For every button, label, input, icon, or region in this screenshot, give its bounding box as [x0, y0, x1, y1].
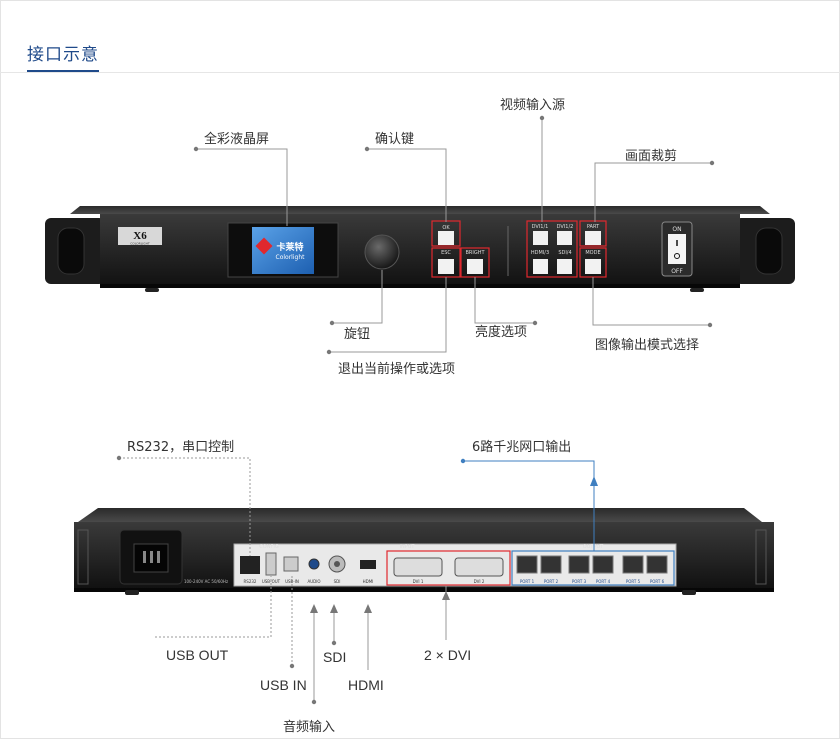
esc-button[interactable] [438, 259, 454, 274]
back-callouts [116, 455, 450, 705]
output-highlight [511, 550, 675, 586]
network-port-3 [568, 555, 590, 574]
label-gigabit: 6路千兆网口输出 [472, 440, 572, 455]
switch-on-label: ON [672, 226, 681, 233]
label-confirm: 确认键 [375, 132, 415, 147]
part-button[interactable] [585, 231, 601, 245]
hdmi3-button[interactable] [533, 259, 548, 274]
lcd-logo-en: Colorlight [276, 254, 306, 261]
label-dvi: 2 × DVI [424, 647, 472, 663]
svg-text:RS232: RS232 [244, 579, 257, 584]
switch-off-label: OFF [671, 268, 683, 275]
network-port-label-1: PORT 1 [520, 579, 535, 584]
back-panel: 100-240V AC 50/60Hz CONFIG INPUT OUTPUT … [74, 508, 774, 595]
dvi11-label: DVI1/1 [532, 224, 549, 230]
network-ports: PORT 1 PORT 2 PORT 3 PORT 4 PORT 5 PORT 6 [516, 555, 668, 584]
network-port-label-6: PORT 6 [650, 579, 665, 584]
header-divider [0, 72, 840, 73]
label-audio: 音频输入 [283, 720, 336, 735]
front-callouts [193, 115, 715, 355]
network-port-5 [622, 555, 644, 574]
svg-text:DVI 2: DVI 2 [474, 579, 485, 584]
dvi11-button[interactable] [533, 231, 548, 245]
network-port-label-4: PORT 4 [596, 579, 611, 584]
dvi1-port [393, 557, 443, 577]
dvi12-button[interactable] [557, 231, 572, 245]
lcd-logo-cn: 卡莱特 [276, 241, 303, 253]
network-port-4 [592, 555, 614, 574]
usb-out-port [265, 552, 277, 576]
label-crop: 画面裁剪 [625, 149, 678, 164]
model-text: X6 [133, 230, 147, 242]
network-port-1 [516, 555, 538, 574]
model-badge [118, 227, 162, 245]
label-hdmi: HDMI [348, 677, 384, 693]
sdi4-button[interactable] [557, 259, 572, 274]
output-callout [460, 458, 598, 551]
network-port-6 [646, 555, 668, 574]
svg-text:USB-OUT: USB-OUT [262, 579, 281, 584]
svg-text:HDMI: HDMI [363, 579, 374, 584]
bright-label: BRIGHT [465, 250, 485, 256]
label-source: 视频输入源 [500, 98, 566, 113]
ok-label: OK [442, 225, 450, 231]
dvi12-label: DVI1/2 [557, 224, 574, 230]
label-usb-in: USB IN [260, 677, 307, 693]
front-panel: X6 COLORLIGHT 卡莱特 Colorlight OK ESC BRIG… [45, 206, 795, 292]
hdmi3-label: HDMI/3 [531, 250, 549, 256]
rs232-port [240, 556, 260, 574]
page-title: 接口示意 [27, 45, 99, 65]
label-lcd: 全彩液晶屏 [204, 132, 270, 147]
mode-label: MODE [585, 250, 600, 256]
svg-text:DVI 1: DVI 1 [413, 579, 424, 584]
network-port-label-2: PORT 2 [544, 579, 559, 584]
svg-text:SDI: SDI [334, 579, 341, 584]
hdmi-port [360, 560, 376, 569]
part-label: PART [587, 224, 600, 230]
esc-label: ESC [441, 250, 451, 256]
sdi4-label: SDI/4 [558, 250, 571, 256]
usb-in-port [283, 556, 299, 572]
label-brightness: 亮度选项 [475, 325, 528, 340]
dvi2-port [454, 557, 504, 577]
audio-port [308, 558, 320, 570]
bright-button[interactable] [467, 259, 483, 274]
part-highlight [579, 220, 607, 247]
power-rating-text: 100-240V AC 50/60Hz [184, 579, 228, 584]
input-label: INPUT [400, 544, 416, 550]
rotary-knob [364, 234, 400, 270]
brand-sub-text: COLORLIGHT [130, 242, 150, 246]
network-port-2 [540, 555, 562, 574]
label-knob: 旋钮 [344, 327, 371, 342]
label-sdi: SDI [323, 649, 347, 665]
mode-button[interactable] [585, 259, 601, 274]
network-port-label-3: PORT 3 [572, 579, 587, 584]
source-highlight [526, 220, 578, 278]
svg-text:AUDIO: AUDIO [307, 579, 320, 584]
label-exit: 退出当前操作或选项 [338, 362, 456, 377]
label-usb-out: USB OUT [166, 647, 229, 663]
network-port-label-5: PORT 5 [626, 579, 641, 584]
dvi-highlight [386, 550, 511, 586]
output-label: OUTPUT [583, 544, 604, 550]
label-rs232: RS232，串口控制 [127, 440, 235, 455]
title-underline [27, 70, 99, 72]
config-label: CONFIG [259, 544, 279, 550]
label-mode: 图像输出模式选择 [595, 338, 700, 353]
ok-button[interactable] [438, 231, 454, 245]
